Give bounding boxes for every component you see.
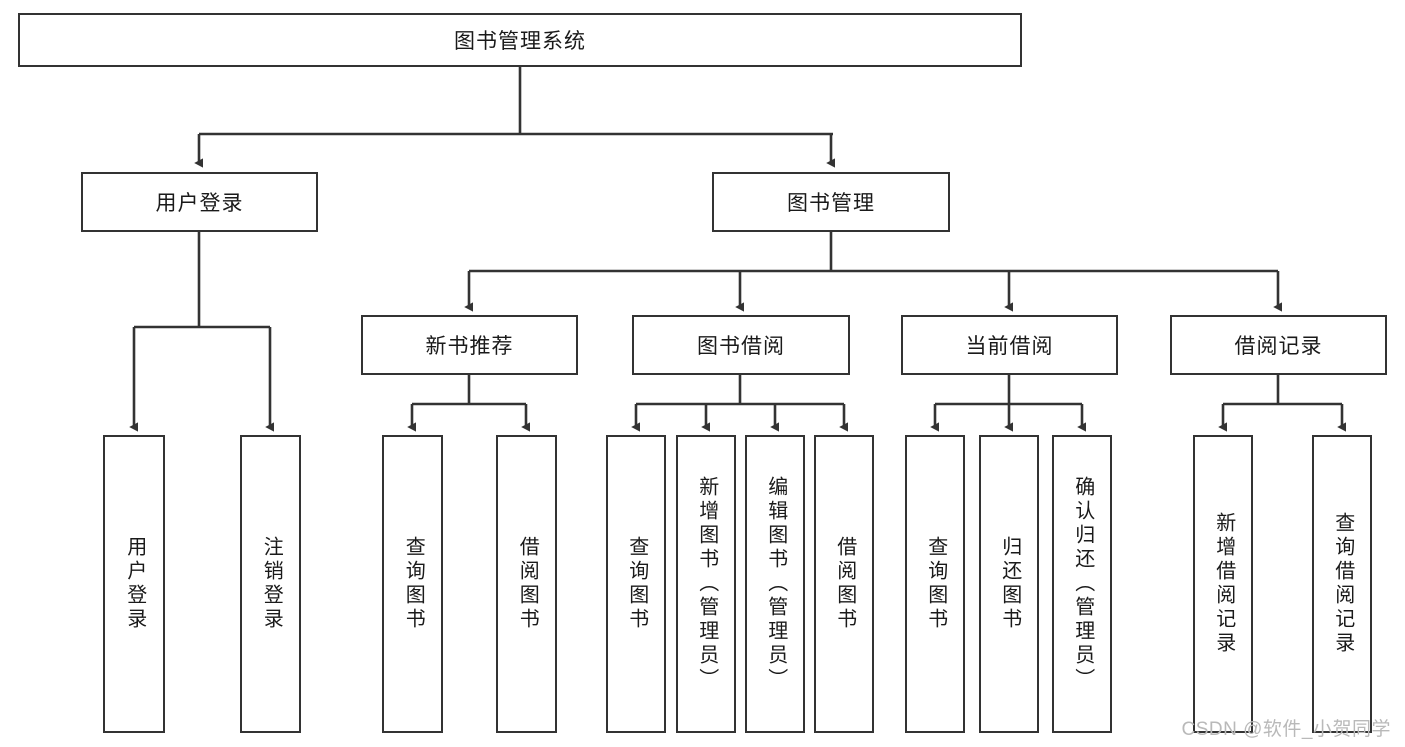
leaf-add-record-label: 新增借阅记录: [1212, 512, 1235, 656]
leaf-logout[interactable]: 注销登录: [240, 435, 301, 733]
leaf-query-book-2-label: 查询图书: [625, 536, 648, 632]
node-current-borrow-label: 当前借阅: [965, 335, 1054, 358]
node-book-management[interactable]: 图书管理: [712, 172, 950, 232]
leaf-borrow-book-1[interactable]: 借阅图书: [496, 435, 557, 733]
leaf-query-record-label: 查询借阅记录: [1331, 512, 1354, 656]
node-book-management-label: 图书管理: [787, 192, 875, 215]
leaf-query-book-1-label: 查询图书: [402, 536, 425, 632]
leaf-borrow-book-2[interactable]: 借阅图书: [814, 435, 874, 733]
leaf-query-book-3[interactable]: 查询图书: [905, 435, 965, 733]
leaf-query-record[interactable]: 查询借阅记录: [1312, 435, 1372, 733]
node-new-book-recommend[interactable]: 新书推荐: [361, 315, 578, 375]
leaf-return-book[interactable]: 归还图书: [979, 435, 1039, 733]
leaf-confirm-return-label: 确认归还（管理员）: [1071, 476, 1094, 692]
leaf-borrow-book-2-label: 借阅图书: [833, 536, 856, 632]
node-user-login[interactable]: 用户登录: [81, 172, 318, 232]
leaf-user-login-label: 用户登录: [123, 536, 146, 632]
leaf-query-book-3-label: 查询图书: [924, 536, 947, 632]
node-current-borrow[interactable]: 当前借阅: [901, 315, 1118, 375]
node-book-borrow-label: 图书借阅: [697, 335, 785, 358]
node-book-borrow[interactable]: 图书借阅: [632, 315, 850, 375]
node-user-login-label: 用户登录: [155, 192, 244, 215]
node-new-book-recommend-label: 新书推荐: [425, 335, 514, 358]
leaf-query-book-1[interactable]: 查询图书: [382, 435, 443, 733]
node-borrow-records[interactable]: 借阅记录: [1170, 315, 1387, 375]
leaf-add-record[interactable]: 新增借阅记录: [1193, 435, 1253, 733]
node-root-label: 图书管理系统: [454, 30, 586, 53]
leaf-edit-book[interactable]: 编辑图书（管理员）: [745, 435, 805, 733]
leaf-user-login[interactable]: 用户登录: [103, 435, 165, 733]
watermark-text: CSDN @软件_小贺同学: [1181, 719, 1391, 740]
leaf-logout-label: 注销登录: [260, 536, 283, 632]
node-root[interactable]: 图书管理系统: [18, 13, 1022, 67]
leaf-add-book-label: 新增图书（管理员）: [695, 476, 718, 692]
leaf-return-book-label: 归还图书: [998, 536, 1021, 632]
leaf-add-book[interactable]: 新增图书（管理员）: [676, 435, 736, 733]
node-borrow-records-label: 借阅记录: [1234, 335, 1323, 358]
leaf-borrow-book-1-label: 借阅图书: [516, 536, 539, 632]
leaf-edit-book-label: 编辑图书（管理员）: [764, 476, 787, 692]
leaf-confirm-return[interactable]: 确认归还（管理员）: [1052, 435, 1112, 733]
leaf-query-book-2[interactable]: 查询图书: [606, 435, 666, 733]
